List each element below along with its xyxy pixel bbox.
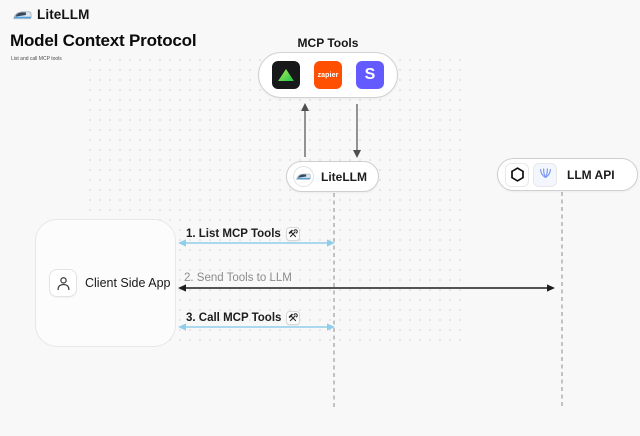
mcp-tools-node: zapier S — [258, 52, 398, 98]
crossed-tools-glyph — [289, 313, 299, 322]
step1-text: 1. List MCP Tools — [186, 228, 281, 240]
stripe-icon: S — [356, 61, 384, 89]
litellm-icon — [293, 166, 314, 187]
page-subtitle: List and call MCP tools — [11, 56, 62, 62]
user-glyph — [56, 276, 70, 290]
arrow-up-head — [301, 103, 309, 111]
tools-icon — [286, 311, 301, 325]
tools-icon — [285, 227, 300, 241]
llm-provider-icon — [533, 162, 557, 187]
step2-label: 2. Send Tools to LLM — [184, 272, 292, 284]
green-triangle-tool-icon — [272, 61, 300, 89]
step1-arrowhead-left — [178, 239, 186, 247]
step3-arrowhead-left — [178, 323, 186, 331]
litellm-logo-icon — [13, 10, 32, 19]
zapier-icon: zapier — [314, 61, 342, 89]
step3-label: 3. Call MCP Tools — [186, 311, 301, 325]
openai-icon — [505, 162, 529, 187]
train-icon — [296, 173, 311, 180]
zapier-wordmark: zapier — [317, 71, 339, 79]
step2-text: 2. Send Tools to LLM — [184, 272, 292, 284]
llm-provider-glyph — [539, 168, 551, 178]
litellm-node: LiteLLM — [286, 161, 379, 192]
mcp-tools-label: MCP Tools — [297, 36, 359, 50]
brand: LiteLLM — [13, 7, 89, 22]
user-icon — [49, 269, 77, 297]
page-title: Model Context Protocol — [10, 31, 197, 50]
step2-arrowhead-right — [547, 284, 555, 292]
step3-text: 3. Call MCP Tools — [186, 312, 282, 324]
brand-name: LiteLLM — [37, 7, 90, 22]
stripe-letter: S — [364, 66, 376, 83]
litellm-node-label: LiteLLM — [321, 169, 367, 184]
llm-api-node: LLM API — [497, 158, 638, 191]
client-side-app-node: Client Side App — [35, 219, 176, 347]
llm-api-node-label: LLM API — [567, 167, 615, 182]
crossed-tools-glyph — [288, 229, 298, 238]
client-node-label: Client Side App — [85, 276, 171, 290]
step1-label: 1. List MCP Tools — [186, 227, 300, 241]
step2-arrowhead-left — [178, 284, 186, 292]
green-triangle-glyph — [278, 68, 294, 82]
openai-glyph — [510, 167, 524, 182]
arrow-down-head — [353, 150, 361, 158]
